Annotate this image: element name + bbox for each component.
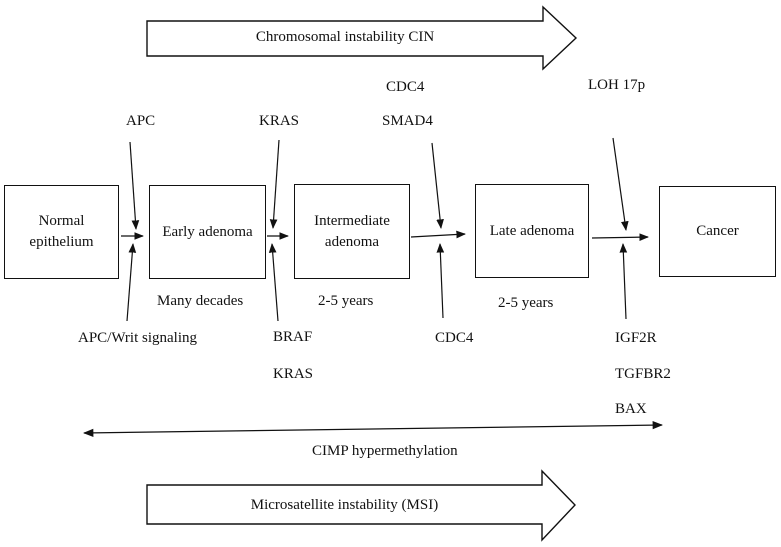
stage-connector-arrow [410,230,466,239]
stage-label: Normal epithelium [29,213,94,250]
gene-pointer-igf2r-group [619,243,628,320]
stage-box-intermediate-adenoma: Intermediate adenoma [294,184,410,279]
stage-connector-arrow [591,233,649,241]
gene-label-braf: BRAF [273,329,313,345]
duration-label-many-decades: Many decades [157,293,244,309]
junction-early-to-intermediate [267,139,289,322]
gene-label-kras-top: KRAS [259,113,300,129]
gene-label-apc-top: APC [126,113,156,129]
duration-label-2-5-years-2: 2-5 years [498,295,554,311]
gene-label-loh-17p: LOH 17p [588,77,646,93]
gene-pointer-braf-kras [268,243,279,322]
junction-late-to-cancer [591,137,649,320]
gene-pointer-apc [129,141,140,230]
cimp-arrow-label: CIMP hypermethylation [312,443,458,459]
gene-pointer-cdc4-bottom [436,243,445,319]
cin-arrow-label: Chromosomal instability CIN [255,29,435,45]
gene-label-kras-bottom: KRAS [273,366,314,382]
stage-label: Early adenoma [162,223,253,240]
stage-box-cancer: Cancer [659,186,776,277]
stage-label: Cancer [696,223,739,239]
gene-pointer-cdc4-smad4 [431,142,444,229]
gene-label-igf2r: IGF2R [615,330,657,346]
gene-label-bax: BAX [615,401,647,417]
stage-box-early-adenoma: Early adenoma [149,185,266,279]
gene-label-cdc4-top: CDC4 [386,79,425,95]
junction-normal-to-early [121,141,144,322]
stage-label: Late adenoma [489,222,575,239]
gene-label-tgfbr2: TGFBR2 [615,366,671,382]
msi-arrow-label: Microsatellite instability (MSI) [250,497,439,513]
cin-block-arrow [146,5,578,71]
stage-label: Intermediate adenoma [314,212,390,250]
duration-label-2-5-years-1: 2-5 years [318,293,374,309]
stage-box-normal-epithelium: Normal epithelium [4,185,119,279]
gene-label-cdc4-bottom: CDC4 [435,330,474,346]
cimp-double-arrow [82,420,664,438]
gene-pointer-apc-writ [126,243,137,322]
gene-pointer-loh17p [612,137,629,231]
msi-block-arrow [146,469,576,542]
gene-label-apc-writ-signaling: APC/Writ signaling [78,330,197,346]
stage-box-late-adenoma: Late adenoma [475,184,589,278]
gene-pointer-kras [269,139,280,229]
junction-intermediate-to-late [410,142,466,319]
gene-label-smad4: SMAD4 [382,113,433,129]
